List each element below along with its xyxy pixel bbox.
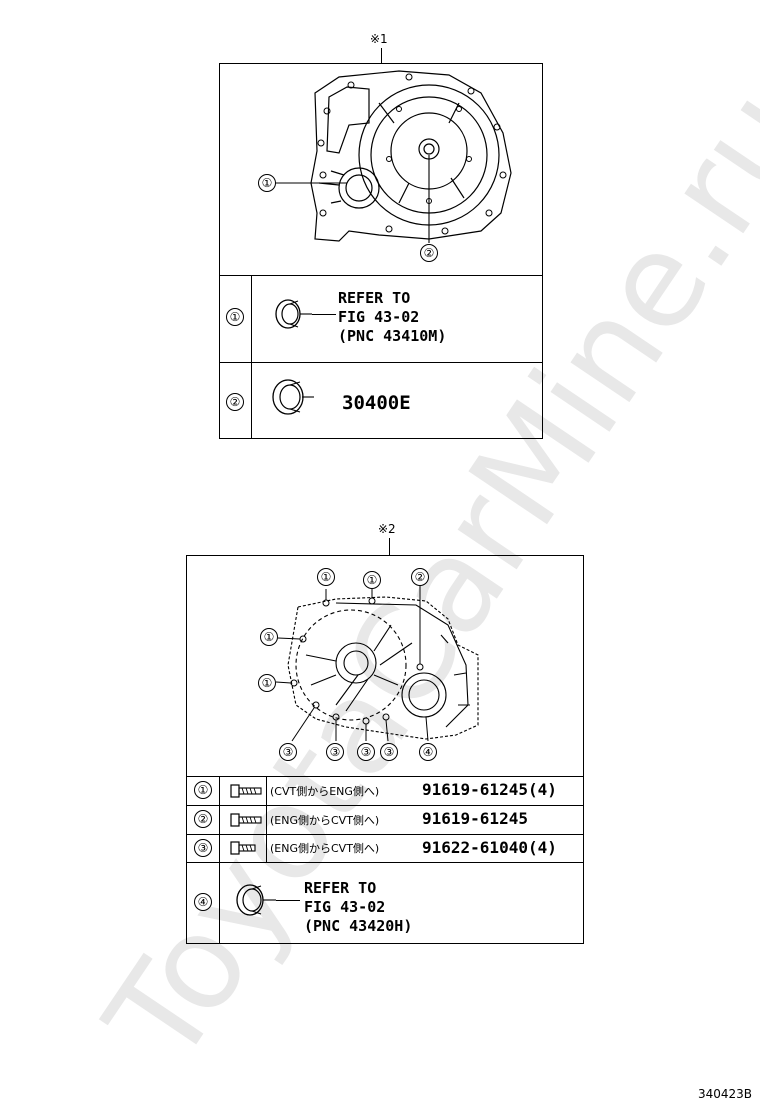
section2-divider <box>186 862 584 863</box>
install-direction-note: (CVT側からENG側へ) <box>270 785 380 798</box>
callout-1: ① <box>258 674 276 692</box>
refer-line-2: FIG 43-02 <box>338 308 420 326</box>
install-direction-note: (ENG側からCVT側へ) <box>270 842 380 855</box>
part-number: 30400E <box>342 392 411 414</box>
refer-line-1: REFER TO <box>338 289 411 307</box>
section2-marker: ※2 <box>378 522 396 536</box>
bolt-icon <box>230 784 262 798</box>
bolt-icon <box>230 841 256 855</box>
leader-line <box>276 900 300 901</box>
section2-frame <box>186 555 584 944</box>
oil-seal-icon <box>275 299 312 329</box>
section2-num-column <box>219 776 220 944</box>
section1-num-column <box>251 275 252 439</box>
section2-divider <box>186 805 584 806</box>
section1-frame <box>219 63 543 439</box>
row-number: ① <box>226 308 244 326</box>
callout-1: ① <box>363 571 381 589</box>
transaxle-front-drawing <box>275 70 512 243</box>
callout-1: ① <box>260 628 278 646</box>
row-number: ② <box>226 393 244 411</box>
bolt-icon <box>230 813 262 827</box>
refer-line-2: FIG 43-02 <box>304 898 386 916</box>
figure-code: 340423B <box>698 1087 753 1101</box>
callout-3: ③ <box>357 743 375 761</box>
row-number: ③ <box>194 839 212 857</box>
callout-1: ① <box>317 568 335 586</box>
callout-2: ② <box>411 568 429 586</box>
callout-3: ③ <box>380 743 398 761</box>
callout-3: ③ <box>279 743 297 761</box>
row-number: ② <box>194 810 212 828</box>
section2-marker-leader <box>389 538 390 555</box>
part-number: 91619-61245 <box>422 809 528 828</box>
section2-icon-column <box>266 776 267 862</box>
section1-marker: ※1 <box>370 32 388 46</box>
install-direction-note: (ENG側からCVT側へ) <box>270 814 380 827</box>
section1-marker-leader <box>381 48 382 64</box>
callout-1: ① <box>258 174 276 192</box>
row-number: ① <box>194 781 212 799</box>
refer-line-1: REFER TO <box>304 879 377 897</box>
transaxle-rear-drawing <box>275 585 479 742</box>
part-number: 91622-61040(4) <box>422 838 557 857</box>
callout-4: ④ <box>419 743 437 761</box>
section1-divider-top <box>219 275 543 276</box>
callout-2: ② <box>420 244 438 262</box>
refer-line-3: (PNC 43420H) <box>304 917 413 935</box>
row-number: ④ <box>194 893 212 911</box>
leader-line <box>312 314 336 315</box>
oil-seal-icon <box>236 884 276 916</box>
section1-divider-mid <box>219 362 543 363</box>
part-number: 91619-61245(4) <box>422 780 557 799</box>
callout-3: ③ <box>326 743 344 761</box>
section2-divider <box>186 834 584 835</box>
oil-seal-icon <box>272 379 314 415</box>
section2-divider <box>186 776 584 777</box>
refer-line-3: (PNC 43410M) <box>338 327 447 345</box>
